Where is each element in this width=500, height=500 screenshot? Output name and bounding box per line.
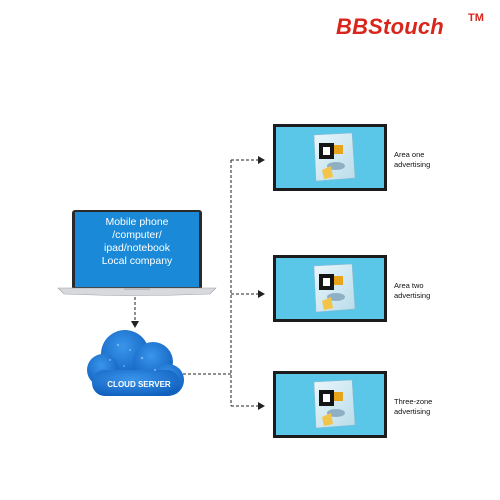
cloud-server-label: CLOUD SERVER [107, 380, 171, 389]
laptop-screen-text: Mobile phone /computer/ ipad/notebook Lo… [78, 216, 196, 268]
brand-logo: BBStouch [336, 14, 444, 39]
laptop-line: Mobile phone [105, 216, 169, 228]
area-one-label: Area one advertising [394, 150, 431, 169]
three-zone-label: Three-zone advertising [394, 397, 433, 416]
snack-bag-image [313, 263, 356, 313]
display-screen-2 [273, 255, 387, 322]
snack-bag-image [313, 132, 356, 182]
laptop-line: Local company [101, 255, 173, 267]
laptop-device [57, 210, 217, 296]
trademark-mark: TM [468, 12, 484, 24]
distribution-connectors [183, 156, 265, 410]
laptop-screen [75, 212, 199, 287]
laptop-base [57, 287, 217, 296]
area-two-label: Area two advertising [394, 281, 431, 300]
laptop-line: /computer/ [112, 229, 162, 241]
display-screen-1 [273, 124, 387, 191]
snack-bag-image [313, 379, 356, 429]
display-screen-3 [273, 371, 387, 438]
laptop-line: ipad/notebook [104, 242, 170, 254]
cloud-server-icon [87, 330, 184, 396]
